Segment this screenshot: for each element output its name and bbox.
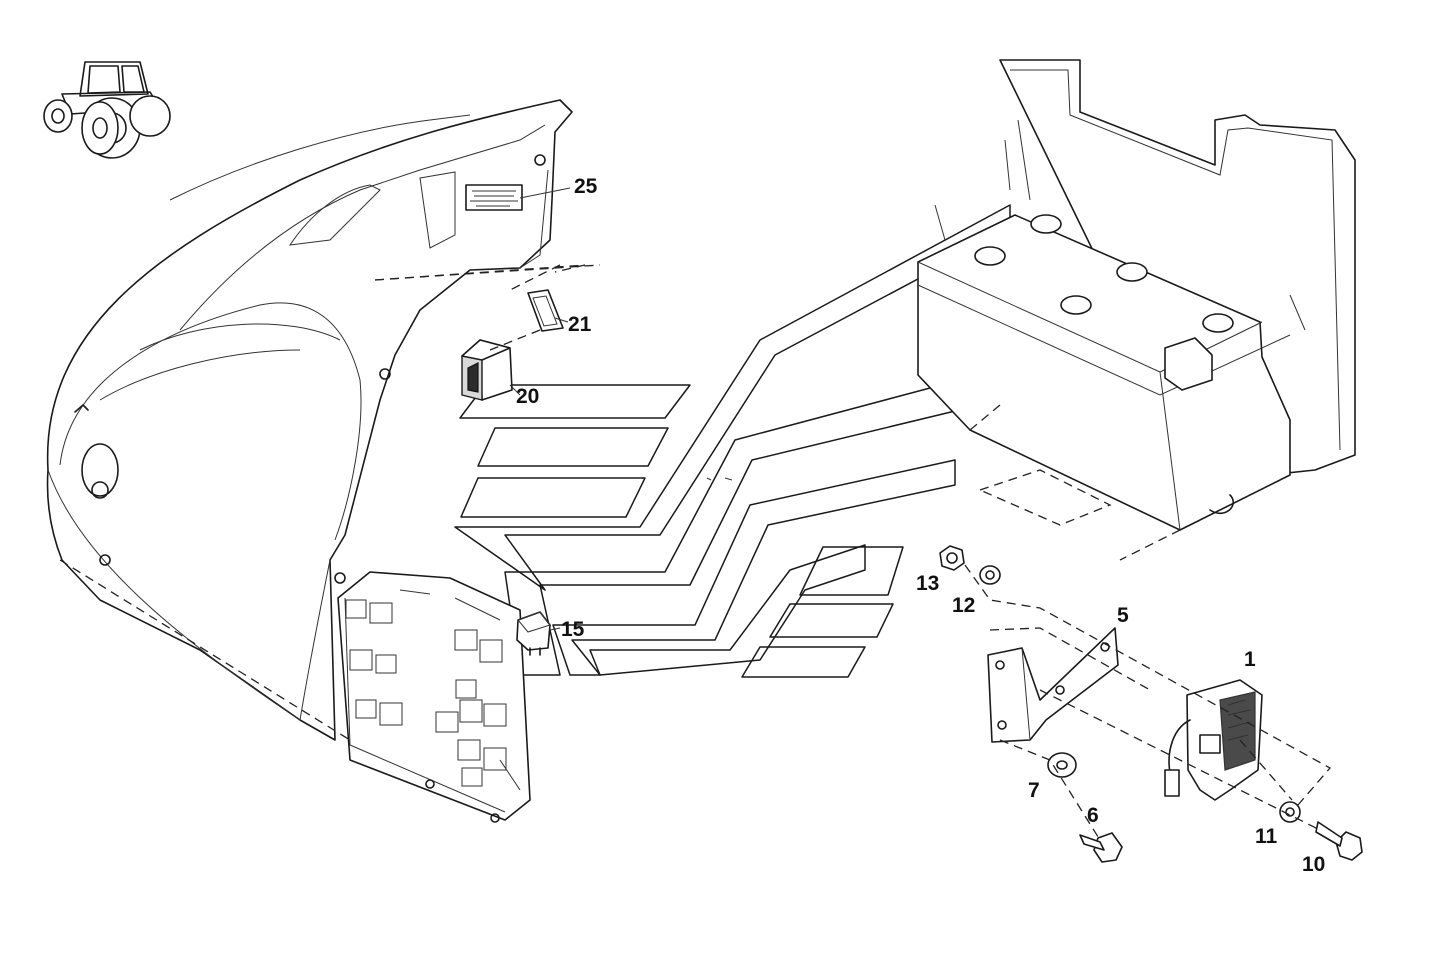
callout-13: 13 — [916, 572, 939, 595]
battery-with-bracket — [917, 59, 1356, 531]
tractor-icon — [43, 61, 171, 159]
callout-6: 6 — [1087, 804, 1099, 827]
callout-12: 12 — [952, 594, 975, 617]
warning-label — [465, 184, 523, 211]
switch — [461, 339, 513, 401]
assembly-lines — [59, 264, 1332, 841]
callout-1: 1 — [1244, 648, 1256, 671]
relay — [516, 611, 551, 656]
callout-numbers: 25 21 20 15 13 12 5 1 7 6 11 10 — [516, 175, 1325, 876]
battery-disconnect-switch — [1164, 679, 1263, 801]
switch-cover — [527, 289, 564, 332]
callout-20: 20 — [516, 385, 539, 408]
callout-5: 5 — [1117, 604, 1129, 627]
washer — [979, 565, 1001, 585]
callout-21: 21 — [568, 313, 592, 336]
bolt-6 — [1079, 832, 1123, 863]
callout-10: 10 — [1302, 853, 1325, 876]
mounting-bracket — [987, 627, 1119, 743]
washer-11 — [1279, 801, 1301, 823]
nut — [939, 545, 965, 571]
callout-11: 11 — [1255, 825, 1278, 848]
leader-lines — [509, 187, 571, 631]
watermark-logo — [454, 204, 1011, 678]
callout-25: 25 — [574, 175, 598, 198]
instrument-cover-panel — [46, 99, 573, 741]
bolt-10 — [1315, 821, 1363, 861]
callout-7: 7 — [1028, 779, 1040, 802]
fuse-relay-box — [337, 571, 531, 823]
washer-7 — [1047, 752, 1077, 778]
callout-15: 15 — [561, 618, 585, 641]
